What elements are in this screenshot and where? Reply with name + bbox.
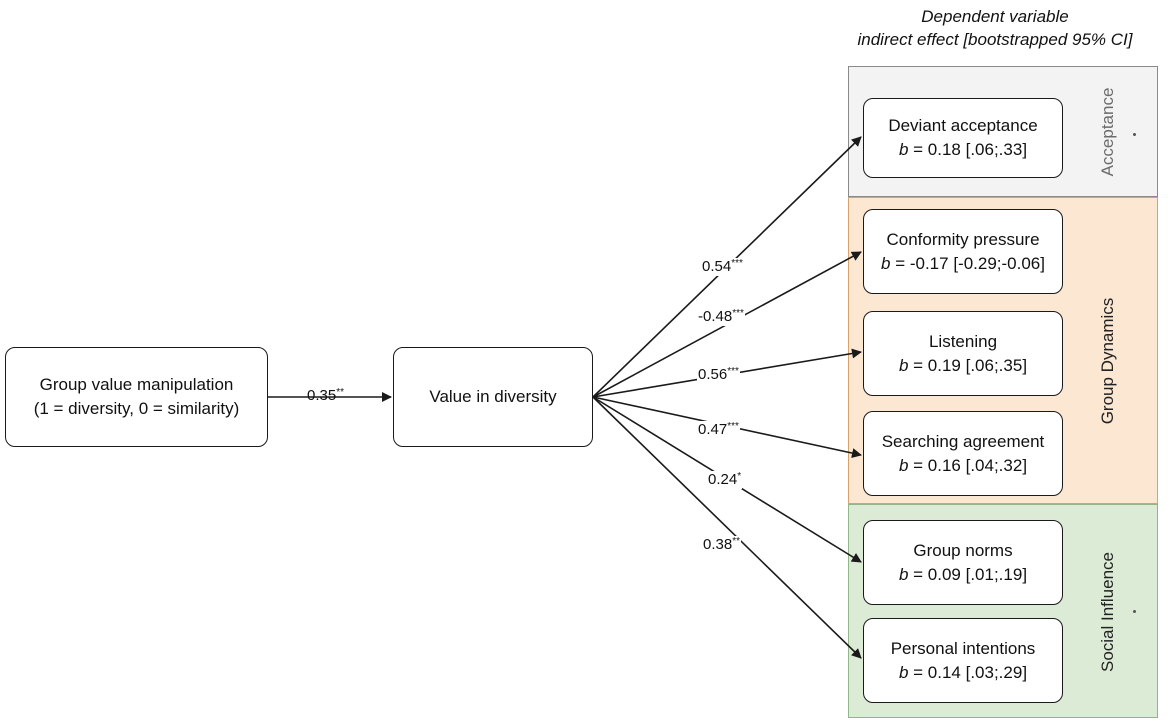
coef-significance: *** [732,308,744,319]
node-stat: b = 0.19 [.06;.35] [899,354,1027,378]
stat-value: = -0.17 [-0.29;-0.06] [890,253,1045,273]
b-symbol: b [898,140,909,159]
header-title: Dependent variable [921,7,1069,26]
decorative-dot [1133,610,1136,613]
node-searching-agreement: Searching agreement b = 0.16 [.04;.32] [863,411,1063,496]
node-stat: b = 0.18 [.06;.33] [899,138,1027,162]
node-group-norms: Group norms b = 0.09 [.01;.19] [863,520,1063,605]
node-conformity-pressure: Conformity pressure b = -0.17 [-0.29;-0.… [863,209,1063,294]
node-label: Personal intentions [890,638,1036,658]
b-symbol: b [898,355,909,375]
node-label: Value in diversity [429,387,557,406]
path-coefficient: 0.56*** [697,366,740,384]
coef-value: 0.47 [698,421,728,438]
coef-value: -0.48 [698,308,733,325]
coef-significance: * [737,471,742,482]
node-label: Listening [928,331,998,351]
node-label: Conformity pressure [886,229,1040,249]
stat-value: = 0.09 [.01;.19] [908,564,1028,584]
coef-significance: ** [732,536,740,547]
coef-significance: *** [727,366,739,377]
b-symbol: b [881,253,891,273]
path-coefficient: 0.35** [306,387,345,405]
coef-significance: *** [731,258,743,269]
coef-significance: ** [336,387,344,398]
coef-value: 0.35 [307,387,337,404]
header-subtitle: indirect effect [bootstrapped 95% CI] [857,30,1133,49]
node-personal-intentions: Personal intentions b = 0.14 [.03;.29] [863,618,1063,703]
node-label: Group norms [913,540,1013,560]
node-stat: b = -0.17 [-0.29;-0.06] [881,252,1045,276]
node-deviant-acceptance: Deviant acceptance b = 0.18 [.06;.33] [863,98,1063,178]
coef-value: 0.24 [708,471,738,488]
path-coefficient: 0.24* [707,471,743,489]
node-label: Group value manipulation [39,375,234,394]
node-stat: b = 0.09 [.01;.19] [899,563,1027,587]
path-coefficient: -0.48*** [697,308,745,326]
coef-value: 0.56 [698,366,728,383]
node-sublabel: (1 = diversity, 0 = similarity) [33,399,240,418]
node-group-value-manipulation: Group value manipulation (1 = diversity,… [5,347,268,447]
b-symbol: b [898,662,909,682]
coef-significance: *** [727,421,739,432]
path-coefficient: 0.47*** [697,421,740,439]
node-label: Searching agreement [881,431,1045,451]
stat-value: = 0.16 [.04;.32] [908,455,1028,475]
stat-value: = 0.19 [.06;.35] [908,355,1028,375]
node-listening: Listening b = 0.19 [.06;.35] [863,311,1063,396]
arrow-to-personal-intentions [592,396,862,659]
b-symbol: b [898,564,909,584]
node-label: Deviant acceptance [888,116,1038,135]
node-stat: b = 0.14 [.03;.29] [899,661,1027,685]
decorative-dot [1133,133,1136,136]
node-stat: b = 0.16 [.04;.32] [899,454,1027,478]
b-symbol: b [898,455,909,475]
stat-value: = 0.14 [.03;.29] [908,662,1028,682]
coef-value: 0.38 [703,536,733,553]
path-coefficient: 0.38** [702,536,741,554]
coef-value: 0.54 [702,258,732,275]
path-coefficient: 0.54*** [701,258,744,276]
node-value-in-diversity: Value in diversity [393,347,593,447]
stat-value: = 0.18 [.06;.33] [908,140,1028,159]
